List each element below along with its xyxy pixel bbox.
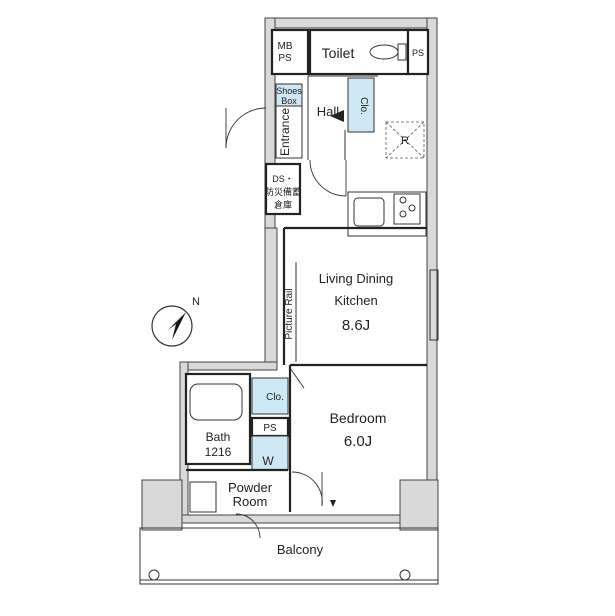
ds-label-line1: DS・ <box>272 174 294 184</box>
mb-ps-label-line1: MB <box>278 41 293 52</box>
north-compass-icon <box>151 305 193 347</box>
ldk-size: 8.6J <box>342 317 370 334</box>
shoes-box-label-line1: Shoes <box>276 86 302 96</box>
ds-label-line2: 防災備蓄 <box>265 186 301 197</box>
hall-label: Hall <box>317 104 340 119</box>
picture-rail-label: Picture Rail <box>284 288 295 339</box>
balcony-label: Balcony <box>277 542 324 557</box>
interior-walls <box>139 28 439 585</box>
entrance-label: Entrance <box>278 108 292 156</box>
clo-mid-label: Clo. <box>266 392 284 403</box>
washer-label: W <box>262 454 274 468</box>
ldk-label-line1: Living Dining <box>319 271 393 286</box>
ldk-label-line2: Kitchen <box>334 293 377 308</box>
ps-mid-label: PS <box>263 423 277 434</box>
clo-top-label: Clo. <box>358 97 369 115</box>
bath-label: Bath <box>206 430 231 444</box>
bedroom-label: Bedroom <box>330 410 387 426</box>
powder-label-line1: Powder <box>228 480 273 495</box>
hall-arrow <box>330 110 344 122</box>
fridge-label: R <box>401 135 409 147</box>
ds-label-line3: 倉庫 <box>274 199 292 210</box>
doors <box>225 107 347 539</box>
toilet-fixture <box>369 43 407 61</box>
toilet-label: Toilet <box>322 45 355 61</box>
ps-top-label: PS <box>412 48 424 58</box>
bedroom-arrow <box>330 500 336 507</box>
bedroom-size: 6.0J <box>344 433 372 450</box>
bath-size: 1216 <box>205 445 232 459</box>
north-label: N <box>192 296 200 308</box>
mb-ps-label-line2: PS <box>278 53 292 64</box>
powder-label-line2: Room <box>233 494 268 509</box>
shoes-box-label-line2: Box <box>281 96 297 106</box>
